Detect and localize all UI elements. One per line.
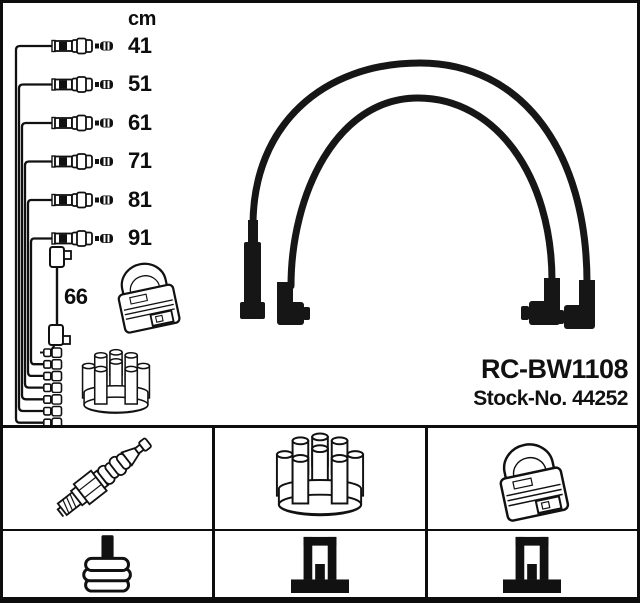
wire-end-icon [51, 114, 114, 132]
wire-end-icon [51, 76, 114, 93]
cable-length-label: 41 [128, 33, 152, 58]
product-code: RC-BW1108 [480, 354, 629, 384]
spark-plug-icon [33, 429, 183, 529]
cable-length-label: 71 [128, 148, 152, 173]
plug-boot-terminal-icon [80, 534, 136, 594]
inner-cable [287, 94, 556, 290]
coil-wire-drawing [48, 246, 72, 346]
stub-icon [43, 347, 63, 358]
ignition-coil-icon [488, 436, 576, 522]
cell-ignition-coil [424, 428, 637, 529]
wire-end-icon [51, 230, 114, 247]
cell-plug-boot-terminal [3, 531, 212, 597]
wire-end-icon [51, 37, 114, 55]
stub-icon [43, 382, 63, 394]
product-info: RC-BW1108 Stock-No. 44252 [388, 354, 628, 411]
cable-length-label: 51 [128, 71, 152, 96]
distributor-cap-icon [81, 348, 151, 414]
socket-terminal-icon [502, 535, 562, 593]
outer-cable [249, 59, 591, 287]
components-grid [0, 425, 640, 603]
cell-socket-terminal-2 [424, 531, 637, 597]
stub-icon [43, 358, 63, 370]
cell-socket-terminal-1 [212, 531, 424, 597]
cable-length-label: 91 [128, 225, 152, 250]
wire-end-icon [51, 153, 114, 170]
coil-wire-length-label: 66 [64, 284, 88, 309]
terminals-row [3, 529, 637, 597]
stub-icon [43, 370, 63, 382]
stub-icon [43, 393, 63, 405]
socket-terminal-icon [290, 535, 350, 593]
cable-length-diagram [14, 37, 182, 429]
cable-length-label: 81 [128, 187, 152, 212]
cable-boots [240, 220, 595, 329]
ignition-coil-icon [111, 257, 182, 334]
distributor-cap-icon [271, 432, 369, 526]
cable-length-label: 61 [128, 110, 152, 135]
stock-number: Stock-No. 44252 [473, 387, 628, 410]
cell-spark-plug [3, 428, 212, 529]
stub-icon [43, 405, 63, 417]
wire-bundle [14, 44, 58, 424]
wire-end-icon [51, 191, 114, 209]
cell-distributor-cap [212, 428, 424, 529]
components-row [3, 428, 637, 529]
ignition-cables-photo [240, 59, 595, 329]
unit-header: cm [128, 8, 156, 30]
